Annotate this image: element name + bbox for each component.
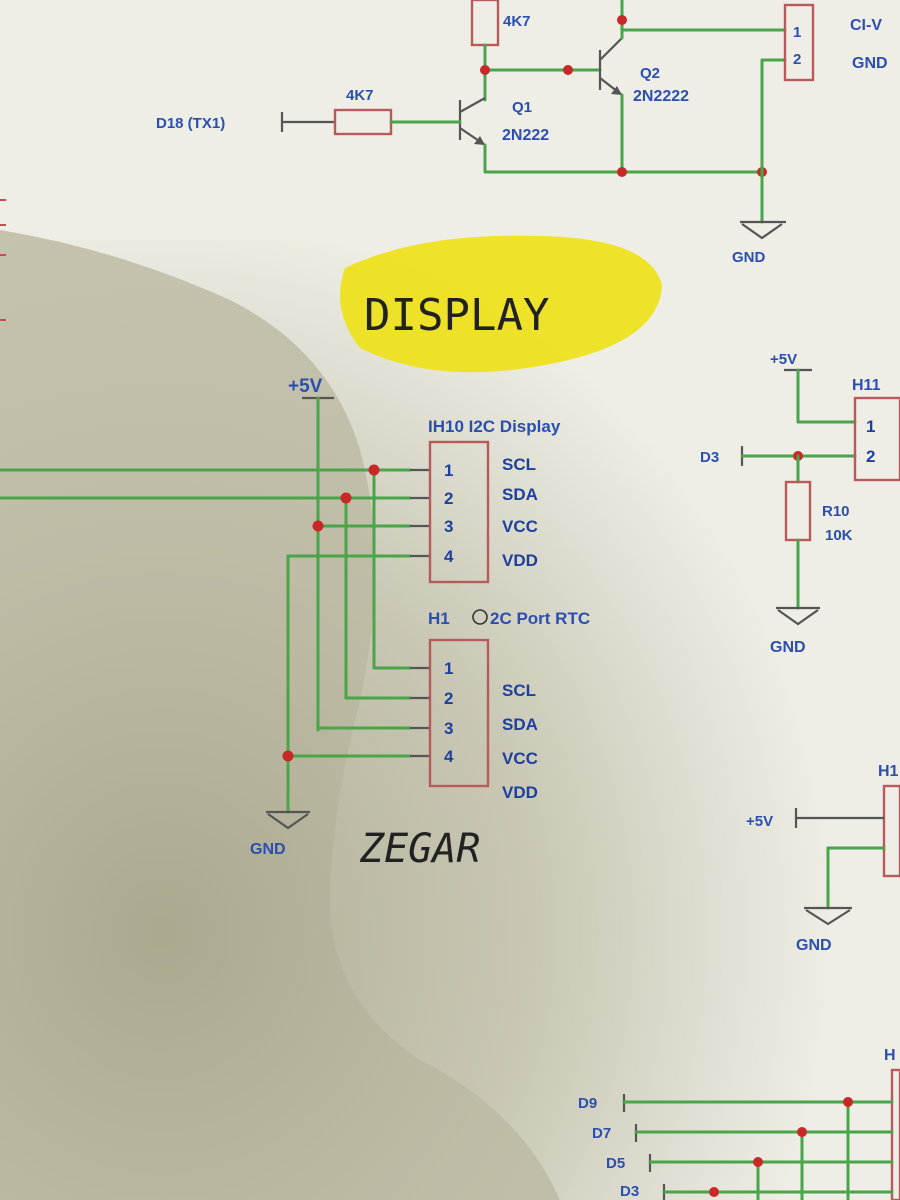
h10-pin-3: 3 bbox=[444, 517, 453, 536]
h12-title: H1 bbox=[428, 609, 450, 628]
left-edge-marks bbox=[0, 199, 6, 321]
q1-emitter-arrow bbox=[474, 136, 485, 145]
junction-dot bbox=[340, 492, 352, 504]
junction-dot bbox=[753, 1157, 763, 1167]
h12-header bbox=[428, 638, 490, 788]
h10-signal-1: SCL bbox=[502, 455, 536, 474]
q1-part: 2N222 bbox=[502, 127, 549, 144]
i2c-headers-circuit: +5V IH10 I2C Display 1 2 bbox=[0, 376, 590, 872]
zegar-note: ZEGAR bbox=[359, 826, 480, 872]
bottom-net-d5: D5 bbox=[606, 1155, 625, 1172]
h10-pin-1: 1 bbox=[444, 461, 453, 480]
r10-value: 10K bbox=[825, 527, 853, 544]
q2-emitter-arrow bbox=[611, 86, 622, 95]
bottom-bus-circuit: H D9 D7 D5 D3 bbox=[578, 1047, 900, 1200]
ground-symbol bbox=[805, 909, 851, 926]
right-mid-supply: +5V bbox=[746, 813, 773, 830]
h10-pin-4: 4 bbox=[444, 547, 454, 566]
junction-dot bbox=[480, 65, 490, 75]
junction-dot bbox=[563, 65, 573, 75]
junction-dot bbox=[709, 1187, 719, 1197]
bottom-header: H bbox=[884, 1047, 896, 1064]
right-mid-circuit: H1 +5V GND bbox=[746, 763, 900, 954]
bottom-net-d3: D3 bbox=[620, 1183, 639, 1200]
right-top-circuit: +5V D3 H11 1 2 R10 10K GND bbox=[700, 351, 900, 656]
junction-dot bbox=[797, 1127, 807, 1137]
right-top-ground: GND bbox=[770, 639, 806, 656]
h10-signal-2: SDA bbox=[502, 485, 538, 504]
top-interface-circuit: 4K7 Q1 2N222 4K7 D18 (TX1) Q2 2N2222 bbox=[156, 0, 888, 266]
highlighter-mark bbox=[340, 235, 662, 373]
bottom-connector bbox=[890, 1068, 900, 1200]
h10-signal-3: VCC bbox=[502, 517, 538, 536]
h12-pin-3: 3 bbox=[444, 719, 453, 738]
h11-header bbox=[853, 396, 900, 482]
r-base-value: 4K7 bbox=[346, 87, 374, 104]
handwritten-digit-mark bbox=[472, 609, 488, 625]
h10-pin-2: 2 bbox=[444, 489, 453, 508]
h12-signal-4: VDD bbox=[502, 783, 538, 802]
conn-pin-2: 2 bbox=[793, 51, 801, 68]
h12-pin-1: 1 bbox=[444, 659, 453, 678]
connector-civ bbox=[783, 3, 815, 82]
q1-name: Q1 bbox=[512, 99, 532, 116]
input-net-label: D18 (TX1) bbox=[156, 115, 225, 132]
junction-dot bbox=[368, 464, 380, 476]
h12-pin-2: 2 bbox=[444, 689, 453, 708]
h12-signal-3: VCC bbox=[502, 749, 538, 768]
h12-title-tail: 2C Port RTC bbox=[490, 609, 590, 628]
h11-pin-1: 1 bbox=[866, 417, 875, 436]
shadow-gradient bbox=[0, 240, 900, 1200]
q2-collector bbox=[599, 37, 623, 61]
display-highlight: DISPLAY bbox=[340, 235, 662, 373]
h11-pin-2: 2 bbox=[866, 447, 875, 466]
conn-net-2: GND bbox=[852, 55, 888, 72]
h12-signal-2: SDA bbox=[502, 715, 538, 734]
h11-label: H11 bbox=[852, 377, 881, 394]
ground-symbol bbox=[777, 609, 819, 626]
ground-symbol bbox=[267, 813, 309, 830]
h12-signal-1: SCL bbox=[502, 681, 536, 700]
h10-signal-4: VDD bbox=[502, 551, 538, 570]
q2-part: 2N2222 bbox=[633, 88, 689, 105]
display-note: DISPLAY bbox=[364, 290, 549, 341]
bottom-net-d7: D7 bbox=[592, 1125, 611, 1142]
right-mid-connector bbox=[882, 784, 900, 878]
conn-net-1: CI-V bbox=[850, 17, 882, 34]
q1-collector bbox=[459, 97, 486, 113]
ground-label: GND bbox=[732, 249, 766, 266]
h10-title: IH10 I2C Display bbox=[428, 417, 561, 436]
ground-left-label: GND bbox=[250, 841, 286, 858]
h12-pin-4: 4 bbox=[444, 747, 454, 766]
junction-dot bbox=[617, 167, 627, 177]
right-top-net: D3 bbox=[700, 449, 719, 466]
junction-dot bbox=[617, 15, 627, 25]
r-top-value: 4K7 bbox=[503, 13, 531, 30]
right-mid-ground: GND bbox=[796, 937, 832, 954]
r10-name: R10 bbox=[822, 503, 850, 520]
right-top-supply: +5V bbox=[770, 351, 797, 368]
q2-name: Q2 bbox=[640, 65, 660, 82]
junction-dot bbox=[843, 1097, 853, 1107]
right-mid-header: H1 bbox=[878, 763, 899, 780]
junction-dot bbox=[282, 750, 294, 762]
h10-header bbox=[428, 440, 490, 584]
conn-pin-1: 1 bbox=[793, 24, 801, 41]
junction-dot bbox=[312, 520, 324, 532]
bottom-net-d9: D9 bbox=[578, 1095, 597, 1112]
supply-label: +5V bbox=[288, 376, 323, 397]
ground-symbol bbox=[741, 223, 783, 240]
